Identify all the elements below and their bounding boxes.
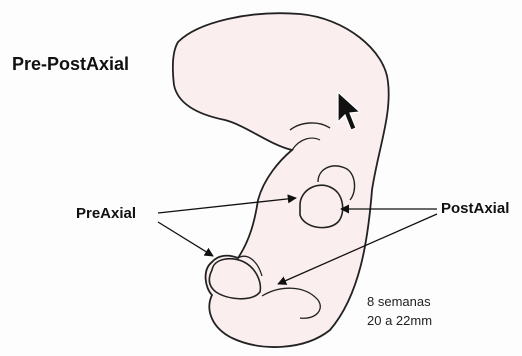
diagram-title: Pre-PostAxial [12, 54, 129, 75]
age-label: 8 semanas [367, 292, 432, 311]
preaxial-label: PreAxial [76, 205, 136, 222]
embryo-body [173, 13, 389, 347]
size-label: 20 a 22mm [367, 311, 432, 330]
upper-limb-bud [300, 185, 343, 227]
preaxial-arrow-lower [158, 222, 213, 256]
age-size-note: 8 semanas 20 a 22mm [367, 292, 432, 330]
postaxial-label: PostAxial [441, 200, 509, 217]
